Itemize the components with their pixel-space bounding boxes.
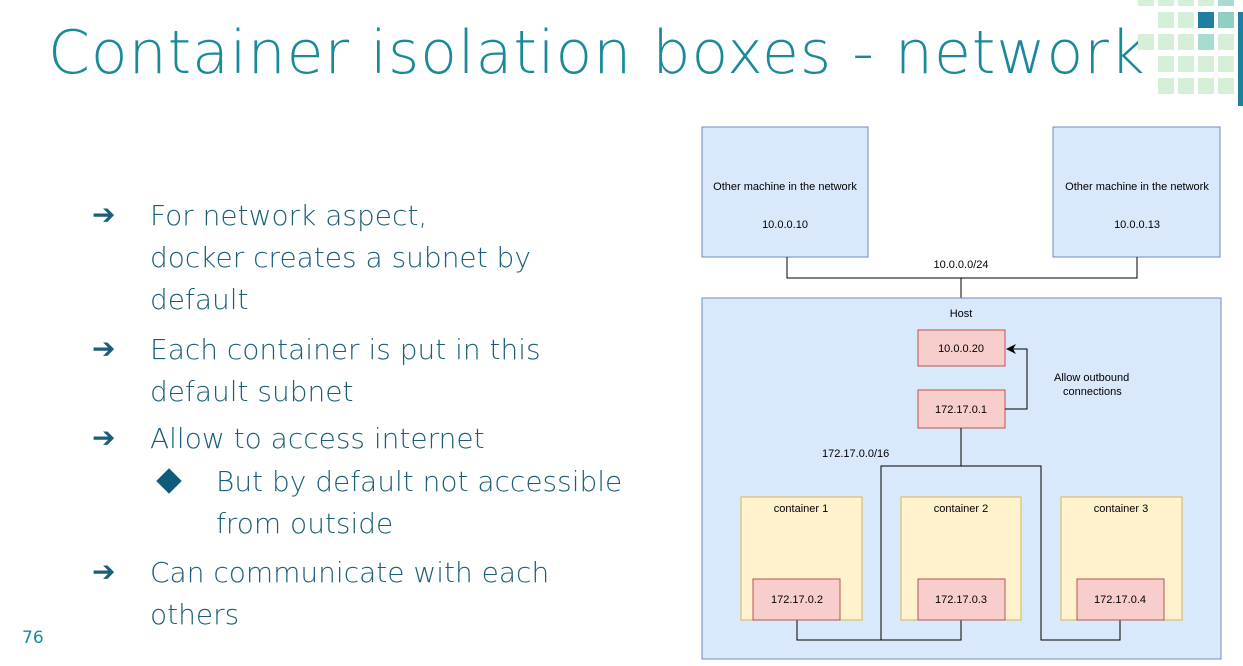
arrow-icon: ➔ [92, 421, 116, 454]
slide-title: Container isolation boxes - network [48, 18, 1146, 88]
container-3-ip-box [1076, 578, 1165, 621]
container-3-label: container 3 [1094, 503, 1148, 515]
decorative-squares [1138, 0, 1243, 106]
container-2-label: container 2 [934, 503, 988, 515]
bullet-4-line-1: But by default not accessible [216, 465, 623, 498]
host-internal-ip: 172.17.0.1 [935, 404, 987, 416]
container-2-ip-box [917, 578, 1006, 621]
inner-subnet-label: 172.17.0.0/16 [822, 448, 889, 460]
bullet-1-line-1: For network aspect, [150, 199, 428, 232]
bullet-3-line-1: Allow to access internet [150, 422, 485, 455]
outer-subnet-label: 10.0.0.0/24 [933, 259, 988, 271]
arrow-icon: ➔ [92, 332, 116, 365]
outbound-arrow [1005, 344, 1028, 410]
host-external-ip-box [917, 329, 1006, 367]
arrow-icon: ➔ [92, 555, 116, 588]
bullet-1-line-3: default [150, 283, 249, 316]
outbound-note-line-1: Allow outbound [1054, 372, 1129, 384]
inner-link-container-1 [796, 428, 962, 641]
bullet-1-line-2: docker creates a subnet by [150, 241, 531, 274]
container-1-ip-box [752, 578, 841, 621]
host-label: Host [950, 308, 973, 320]
host-external-ip: 10.0.0.20 [938, 343, 984, 355]
container-1-ip: 172.17.0.2 [771, 594, 823, 606]
arrow-icon: ➔ [92, 198, 116, 231]
host-internal-ip-box [917, 389, 1006, 429]
outbound-note-line-2: connections [1063, 386, 1122, 398]
bullet-4-line-2: from outside [216, 507, 394, 540]
machine-right-ip: 10.0.0.13 [1114, 219, 1160, 231]
machine-left-ip: 10.0.0.10 [762, 219, 808, 231]
machine-left-label: Other machine in the network [713, 181, 857, 193]
bullet-5-line-1: Can communicate with each [150, 556, 550, 589]
machine-left-box [701, 126, 869, 258]
bullet-5-line-2: others [150, 598, 240, 631]
machine-right-box [1052, 126, 1221, 258]
container-2-ip: 172.17.0.3 [935, 594, 987, 606]
inner-link-container-2 [881, 620, 962, 641]
container-3-ip: 172.17.0.4 [1094, 594, 1146, 606]
machine-right-label: Other machine in the network [1065, 181, 1209, 193]
bullet-2-line-1: Each container is put in this [150, 333, 541, 366]
inner-link-container-3 [961, 465, 1121, 641]
container-1-label: container 1 [774, 503, 828, 515]
page-number: 76 [22, 628, 44, 648]
bullet-2-line-2: default subnet [150, 375, 354, 408]
outer-subnet-link [786, 257, 1138, 279]
